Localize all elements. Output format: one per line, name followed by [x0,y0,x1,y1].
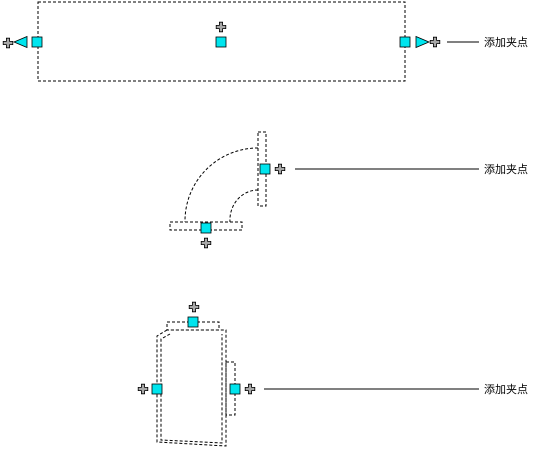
square-grip-icon[interactable] [187,316,199,328]
plus-grip-icon[interactable] [2,37,14,49]
plus-grip-icon[interactable] [244,383,256,395]
plus-grip-icon[interactable] [200,237,212,249]
callout-label: 添加夹点 [484,162,528,176]
square-grip-icon[interactable] [31,36,43,48]
square-grip-icon[interactable] [229,383,241,395]
tee-body-outer [156,329,227,447]
square-grip-icon[interactable] [259,163,271,175]
tee-figure: 添加夹点 [137,301,528,447]
square-grip-icon[interactable] [215,36,227,48]
straight-segment-figure: 添加夹点 [2,1,528,82]
plus-grip-icon[interactable] [429,36,441,48]
square-grip-icon[interactable] [399,36,411,48]
triangle-arrow-grip-icon[interactable] [12,35,28,49]
elbow-inner-arc [229,189,259,223]
square-grip-icon[interactable] [151,383,163,395]
plus-grip-icon[interactable] [274,163,286,175]
elbow-figure: 添加夹点 [169,131,528,249]
callout-label: 添加夹点 [484,35,528,49]
triangle-arrow-grip-icon[interactable] [415,35,431,49]
elbow-outer-arc [184,147,259,223]
plus-grip-icon[interactable] [188,301,200,313]
square-grip-icon[interactable] [200,222,212,234]
tee-body-inner [160,333,223,444]
plus-grip-icon[interactable] [137,383,149,395]
plus-grip-icon[interactable] [215,21,227,33]
callout-label: 添加夹点 [484,382,528,396]
